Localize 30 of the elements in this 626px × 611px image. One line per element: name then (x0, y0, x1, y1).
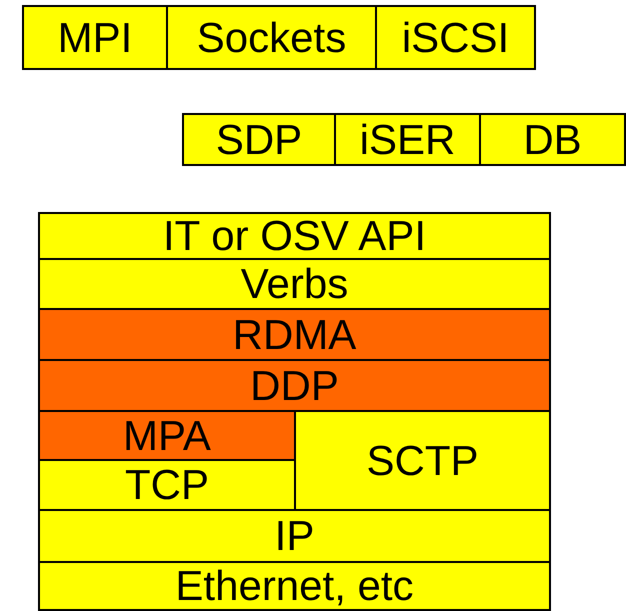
layer-box (166, 5, 377, 70)
layer-label: DDP (250, 364, 339, 406)
layer-box (38, 308, 551, 361)
layer-box (182, 113, 336, 166)
layer-box (38, 410, 296, 461)
layer-label: Sockets (196, 16, 346, 58)
layer-label: IP (274, 515, 314, 557)
layer-box (22, 5, 168, 70)
layer-box (38, 509, 551, 563)
layer-label: Ethernet, etc (175, 565, 414, 607)
layer-label: iSCSI (402, 16, 510, 58)
layer-box (479, 113, 626, 166)
layer-label: RDMA (232, 314, 356, 356)
layer-box (38, 561, 551, 611)
layer-label: DB (523, 118, 582, 160)
layer-label: MPA (123, 414, 211, 456)
layer-label: IT or OSV API (163, 215, 426, 257)
layer-box (294, 410, 551, 511)
layer-label: SDP (216, 118, 302, 160)
layer-box (38, 258, 551, 310)
layer-box (38, 359, 551, 412)
layer-label: Verbs (240, 263, 348, 305)
layer-label: SCTP (366, 440, 478, 482)
layer-box (375, 5, 536, 70)
layer-box (334, 113, 481, 166)
layer-box (38, 212, 551, 260)
layer-box (38, 459, 296, 511)
layer-label: MPI (58, 16, 132, 58)
layer-label: TCP (125, 464, 209, 506)
layer-label: iSER (360, 118, 456, 160)
